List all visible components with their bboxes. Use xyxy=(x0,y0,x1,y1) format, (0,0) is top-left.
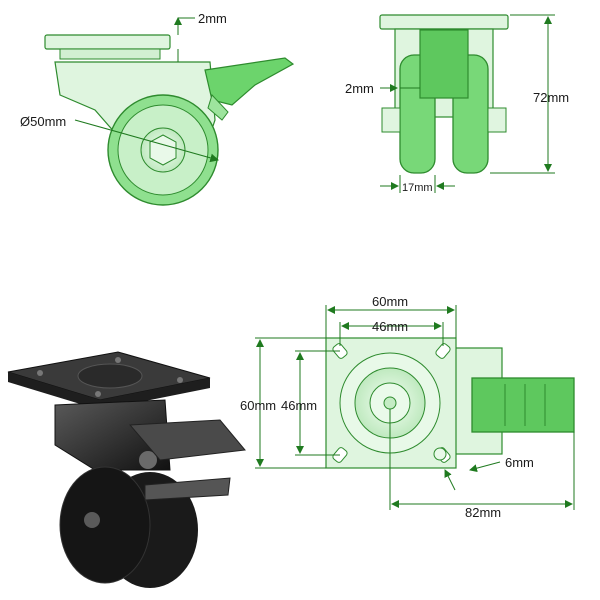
top-brake-pedal xyxy=(471,377,575,433)
caster-photo xyxy=(7,351,246,588)
dim-hole-size: 6mm xyxy=(505,455,534,470)
side-view: 2mm Ø50mm xyxy=(20,11,295,206)
dim-inner-width: 46mm xyxy=(372,319,408,334)
dim-wheel-diameter: Ø50mm xyxy=(20,114,66,129)
dim-outer-height: 60mm xyxy=(240,398,276,413)
mounting-plate xyxy=(44,34,171,50)
brake-pedal xyxy=(204,57,295,106)
kingpin xyxy=(383,396,397,410)
brake-lever xyxy=(207,94,229,121)
axle-bolt-left xyxy=(381,107,401,133)
axle-nut xyxy=(149,134,177,166)
axle-bolt-right xyxy=(487,107,507,133)
photo-wheel-front xyxy=(59,466,151,584)
photo-brake xyxy=(128,419,246,461)
plate-raceway xyxy=(59,48,161,60)
dim-height: 72mm xyxy=(533,90,569,105)
dim-inner-height: 46mm xyxy=(281,398,317,413)
dim-overall-length: 82mm xyxy=(465,505,501,520)
dim-wheel-width: 17mm xyxy=(402,182,433,194)
front-plate xyxy=(379,14,509,30)
front-pedal xyxy=(419,29,469,99)
front-view: 72mm 2mm 17mm xyxy=(345,14,569,194)
top-view: 60mm 46mm 60mm 46mm 6mm 82mm xyxy=(240,294,575,520)
photo-fork xyxy=(54,399,171,471)
dim-outer-width: 60mm xyxy=(372,294,408,309)
dim-plate-gap: 2mm xyxy=(198,11,227,26)
dim-side-gap: 2mm xyxy=(345,81,374,96)
